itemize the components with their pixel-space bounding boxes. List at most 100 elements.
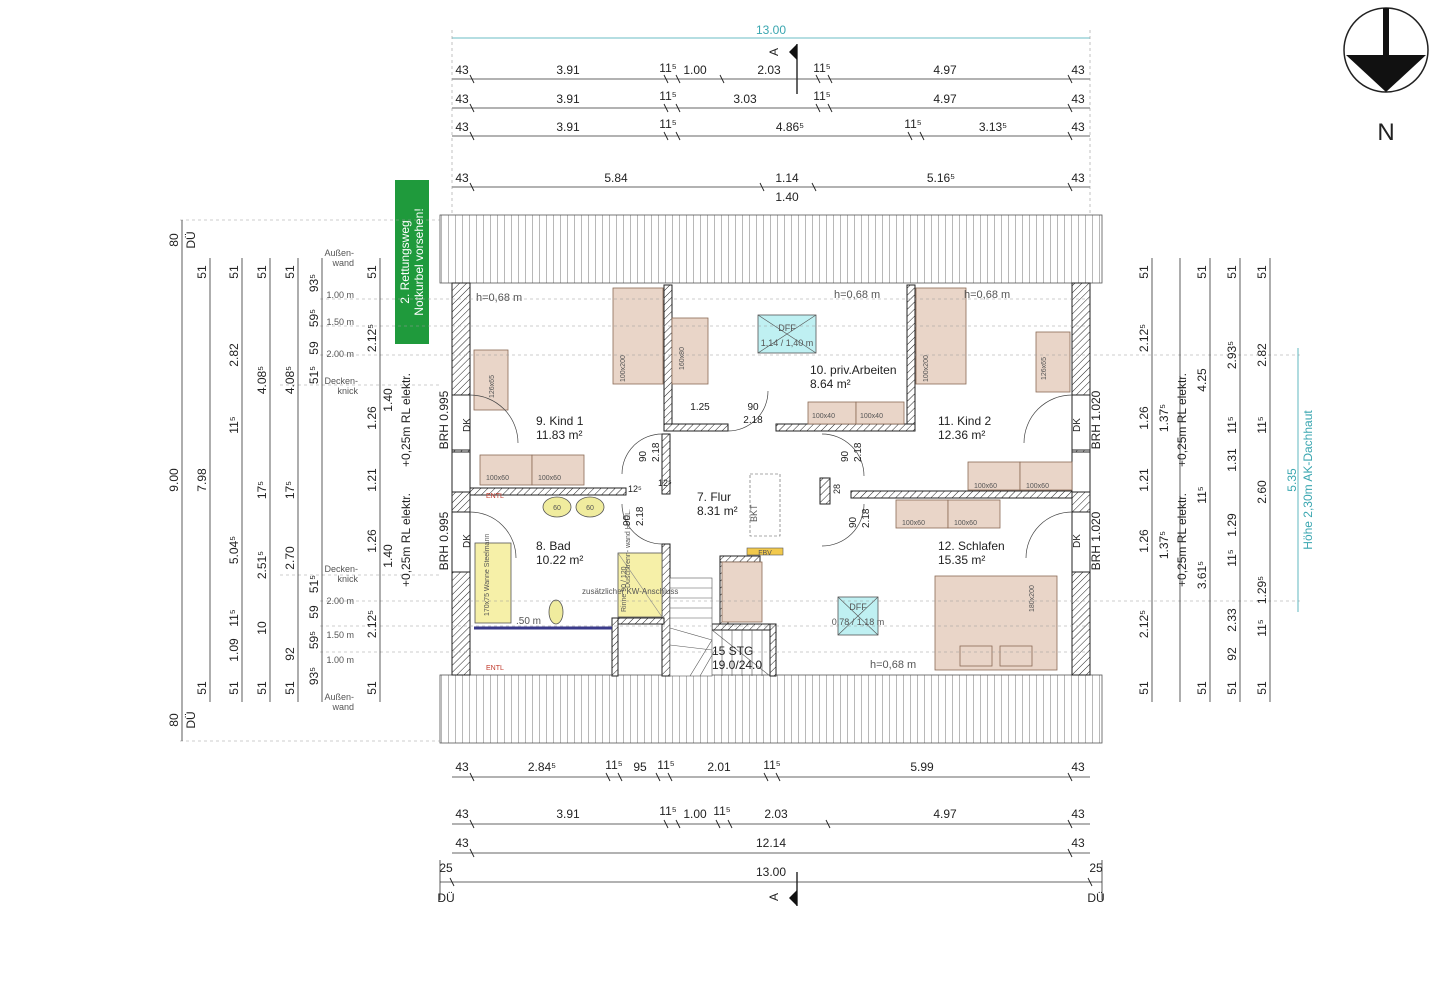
left-col6-0: 93⁵ — [307, 274, 321, 292]
room-arbeiten-name: 10. priv.Arbeiten — [810, 363, 897, 377]
right-c4-7: 92 — [1225, 647, 1239, 661]
left-51-e: 51 — [255, 265, 269, 279]
bot-r2-7: 43 — [1071, 807, 1085, 821]
height-lines — [180, 219, 1300, 742]
left-col6-4: 51⁵ — [307, 575, 321, 593]
wc-label: .50 m — [516, 616, 541, 627]
right-c2-2: 1.37⁵ — [1157, 531, 1171, 559]
left-col6-3: 51⁵ — [307, 366, 321, 384]
section-mark-bottom: A — [767, 872, 798, 906]
wardrobe-2a-label: 100x60 — [974, 483, 997, 490]
left-51-f: 51 — [255, 681, 269, 695]
entl-1: ENTL — [486, 493, 504, 500]
shelf-b — [855, 401, 905, 425]
right-c1-3: 1.21 — [1137, 468, 1151, 492]
room-flur-name: 7. Flur — [697, 490, 731, 504]
section-a-top: A — [767, 48, 781, 56]
left-51-a: 51 — [195, 265, 209, 279]
dk-4: DK — [1072, 534, 1083, 548]
desk-arbeiten — [671, 317, 709, 385]
d-218a: 2.18 — [743, 415, 763, 426]
section-a-bottom: A — [767, 893, 781, 901]
right-c3-4: 51 — [1195, 681, 1209, 695]
d-90a: 90 — [747, 402, 759, 413]
right-dimensions: 51 2.12⁵ 1.26 1.21 1.26 2.12⁵ 51 1.37⁵ 1… — [1089, 258, 1315, 702]
top-r4-3: 5.16⁵ — [927, 171, 955, 185]
left-du-top: 80 — [167, 233, 181, 247]
room-bad-name: 8. Bad — [536, 539, 571, 553]
wardrobe-1b — [531, 454, 585, 486]
left-col6-6: 59⁵ — [307, 631, 321, 649]
left-du-bottom: 80 — [167, 713, 181, 727]
left-col6-1: 59⁵ — [307, 309, 321, 327]
bot-du-right: DÜ — [1087, 891, 1104, 905]
kw-note: zusätzlicher KW-Anschluss — [582, 587, 678, 596]
right-c4-0: 51 — [1225, 265, 1239, 279]
left-col4c: 2.51⁵ — [255, 551, 269, 579]
top-r4-4: 43 — [1071, 171, 1085, 185]
dff1-label: DFF — [778, 323, 796, 333]
bot-r1-1: 2.84⁵ — [528, 760, 556, 774]
bathtub-label: 170x75 Wanne Steelmann — [484, 534, 491, 616]
top-r2-6: 43 — [1071, 92, 1085, 106]
double-bed-label: 180x200 — [1029, 585, 1036, 612]
sink-1 — [542, 496, 572, 518]
top-r3-0: 43 — [455, 120, 469, 134]
left-du-top-label: DÜ — [184, 231, 198, 248]
aussenwand-top: Außen-wand — [324, 248, 354, 268]
dff2-size: 0,78 / 1,18 m — [832, 617, 885, 627]
d-90e: 90 — [848, 516, 859, 528]
top-r3-3: 4.86⁵ — [776, 120, 804, 134]
fbv-box — [746, 547, 784, 556]
room-kind2-area: 12.36 m² — [938, 428, 985, 442]
left-col7-6: 2.12⁵ — [365, 610, 379, 638]
room-schlafen-name: 12. Schlafen — [938, 539, 1005, 553]
shelf-b-label: 100x40 — [860, 413, 883, 420]
wardrobe-2a — [967, 461, 1021, 491]
bottom-dimensions: 43 2.84⁵ 11⁵ 95 11⁵ 2.01 11⁵ 5.99 43 43 … — [437, 30, 1105, 906]
top-r1-3: 1.00 — [683, 63, 707, 77]
d-90b: 90 — [638, 450, 649, 462]
wardrobe-1a-label: 100x60 — [486, 475, 509, 482]
stair-size: 19.0/24.0 — [712, 658, 762, 672]
right-c1-1: 2.12⁵ — [1137, 324, 1151, 352]
bot-du-left: DÜ — [437, 891, 454, 905]
dff1-size: 1,14 / 1,40 m — [761, 338, 814, 348]
roof-window-1: DFF 1,14 / 1,40 m — [757, 314, 817, 354]
top-r4-below: 1.40 — [775, 190, 799, 204]
left-col3b: 11⁵ — [227, 416, 241, 433]
right-c4-6: 2.33 — [1225, 608, 1239, 632]
top-r1-0: 43 — [455, 63, 469, 77]
wardrobe-3a-label: 100x60 — [902, 520, 925, 527]
bot-r4-2: 25 — [1089, 861, 1103, 875]
left-col4d: 10 — [255, 621, 269, 635]
room-labels: 9. Kind 1 11.83 m² 10. priv.Arbeiten 8.6… — [536, 363, 1005, 672]
left-h-3: 2.00 m — [326, 596, 354, 606]
right-c1-0: 51 — [1137, 265, 1151, 279]
annotations: h=0,68 m h=0,68 m h=0,68 m h=0,68 m DK D… — [462, 289, 1083, 672]
deckenknick-top: Decken-knick — [324, 376, 358, 396]
bed-kind2 — [915, 287, 967, 385]
bot-r2-4: 11⁵ — [713, 804, 730, 818]
bot-r2-0: 43 — [455, 807, 469, 821]
room-schlafen-area: 15.35 m² — [938, 553, 985, 567]
right-c4-4: 1.29 — [1225, 513, 1239, 537]
bathtub — [474, 542, 512, 624]
top-r3-5: 3.13⁵ — [979, 120, 1007, 134]
bot-r1-8: 43 — [1071, 760, 1085, 774]
bot-r3-1: 12.14 — [756, 836, 786, 850]
top-r3-6: 43 — [1071, 120, 1085, 134]
d-12b: 12⁵ — [658, 478, 672, 488]
top-r2-3: 3.03 — [733, 92, 757, 106]
bot-r2-6: 4.97 — [933, 807, 957, 821]
bot-r2-5: 2.03 — [764, 807, 788, 821]
left-h-1: 1.50 m — [326, 317, 354, 327]
fbv-label: FBV — [758, 550, 772, 557]
left-col5c: 2.70 — [283, 546, 297, 570]
bed-kind1 — [612, 287, 664, 385]
sink-1-label: 60 — [553, 505, 561, 512]
left-51-c: 51 — [227, 265, 241, 279]
room-kind1-name: 9. Kind 1 — [536, 414, 584, 428]
top-r2-1: 3.91 — [556, 92, 580, 106]
